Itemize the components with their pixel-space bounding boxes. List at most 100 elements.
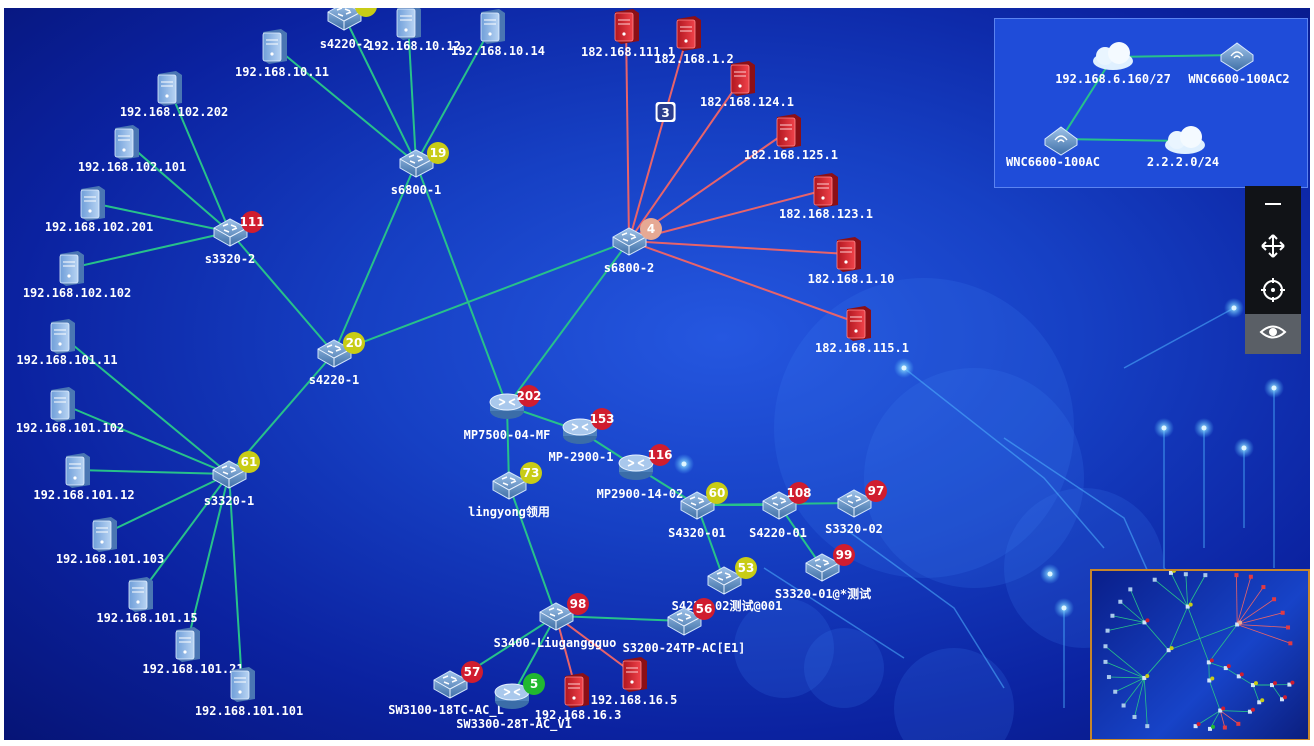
link-s3320-2-srv-102-202[interactable] bbox=[168, 87, 231, 233]
node-srv-101-11[interactable]: 192.168.101.11 bbox=[16, 319, 118, 367]
link-s6800-1-srv-10-11[interactable] bbox=[273, 45, 417, 164]
link-s3320-2-srv-102-201[interactable] bbox=[91, 202, 231, 233]
node-srv-124-1[interactable]: 182.168.124.1 bbox=[700, 61, 794, 109]
alarm-count-badge[interactable]: 99 bbox=[833, 544, 855, 566]
alarm-count-badge[interactable]: 60 bbox=[706, 482, 728, 504]
pan-button[interactable] bbox=[1245, 228, 1301, 268]
inset-node-wnc1[interactable]: WNC6600-100AC bbox=[1006, 126, 1100, 169]
node-srv-102-201[interactable]: 192.168.102.201 bbox=[45, 186, 153, 234]
alarm-count-badge[interactable]: 98 bbox=[567, 593, 589, 615]
node-s6800-2[interactable]: s6800-24 bbox=[604, 218, 662, 275]
link-s3320-1-srv-101-15[interactable] bbox=[139, 473, 230, 595]
node-srv-101-103[interactable]: 192.168.101.103 bbox=[56, 517, 164, 566]
link-s6800-2-srv-1-2[interactable] bbox=[628, 32, 689, 242]
node-srv-115-1[interactable]: 182.168.115.1 bbox=[815, 306, 909, 355]
alarm-count-badge[interactable]: 97 bbox=[865, 480, 887, 502]
collapse-button[interactable] bbox=[1245, 186, 1301, 226]
alarm-count-badge[interactable]: 57 bbox=[461, 661, 483, 683]
link-s6800-1-s4220-2[interactable] bbox=[343, 15, 417, 164]
link-s6800-2-srv-1-10[interactable] bbox=[628, 240, 849, 255]
node-srv-10-12[interactable]: 192.168.10.12 bbox=[367, 8, 461, 53]
link-s3400-s3200[interactable] bbox=[555, 615, 685, 622]
node-srv-101-12[interactable]: 192.168.101.12 bbox=[33, 453, 135, 502]
inset-node-cloud-2-2[interactable]: 2.2.2.0/24 bbox=[1147, 126, 1219, 169]
link-s3320-1-srv-101-103[interactable] bbox=[103, 473, 230, 535]
alarm-count-badge[interactable]: 73 bbox=[520, 462, 542, 484]
node-s4220-1[interactable]: s4220-120 bbox=[309, 332, 365, 387]
node-sw3100[interactable]: SW3100-18TC-AC_L57 bbox=[388, 661, 504, 718]
alarm-count-badge[interactable]: 61 bbox=[238, 451, 260, 473]
alarm-count-badge[interactable]: 56 bbox=[693, 598, 715, 620]
node-srv-101-15[interactable]: 192.168.101.15 bbox=[96, 577, 198, 625]
link-s6800-1-srv-10-12[interactable] bbox=[407, 21, 417, 164]
node-srv-102-202[interactable]: 192.168.102.202 bbox=[120, 71, 228, 119]
alarm-count-badge[interactable]: 202 bbox=[516, 385, 542, 407]
alarm-count-badge[interactable]: 5 bbox=[523, 673, 545, 695]
alarm-count-badge[interactable]: 4 bbox=[640, 218, 662, 240]
link-s6800-2-s4220-1[interactable] bbox=[333, 240, 630, 354]
link-s3320-1-srv-101-21[interactable] bbox=[186, 473, 230, 645]
link-s6800-2-srv-115-1[interactable] bbox=[628, 240, 859, 324]
alarm-count-badge[interactable]: 19 bbox=[427, 142, 449, 164]
alarm-count-badge[interactable]: 116 bbox=[647, 444, 673, 466]
link-s3320-2-srv-102-102[interactable] bbox=[70, 231, 231, 269]
alarm-count-badge[interactable]: 153 bbox=[589, 408, 615, 430]
node-s3320-1[interactable]: s3320-161 bbox=[204, 451, 260, 508]
node-srv-101-101[interactable]: 192.168.101.101 bbox=[195, 667, 303, 718]
view-button[interactable] bbox=[1245, 314, 1301, 354]
node-srv-101-102[interactable]: 192.168.101.102 bbox=[16, 387, 124, 435]
minimap-overview[interactable] bbox=[1090, 569, 1310, 740]
node-srv-16-5[interactable]: 192.168.16.5 bbox=[591, 657, 678, 707]
node-srv-1-10[interactable]: 182.168.1.10 bbox=[808, 237, 895, 286]
link-s6800-1-mp7500[interactable] bbox=[415, 162, 508, 407]
locate-button[interactable] bbox=[1245, 272, 1301, 312]
node-srv-1-2[interactable]: 182.168.1.2 bbox=[654, 16, 734, 66]
node-srv-111-1[interactable]: 182.168.111.1 bbox=[581, 9, 675, 59]
node-srv-10-14[interactable]: 192.168.10.14 bbox=[451, 9, 545, 58]
link-s6800-2-srv-124-1[interactable] bbox=[628, 77, 743, 242]
node-srv-101-21[interactable]: 192.168.101.21 bbox=[142, 627, 244, 676]
link-s3320-1-srv-101-12[interactable] bbox=[76, 469, 230, 475]
alarm-count-badge[interactable]: 53 bbox=[735, 557, 757, 579]
link-s6800-2-srv-123-1[interactable] bbox=[628, 189, 826, 242]
node-sw3300[interactable]: SW3300-28T-AC_V15 bbox=[456, 673, 572, 732]
node-srv-16-3[interactable]: 192.168.16.3 bbox=[535, 673, 622, 722]
node-srv-102-101[interactable]: 192.168.102.101 bbox=[78, 125, 186, 174]
link-s4220-1-s3320-2[interactable] bbox=[229, 231, 335, 354]
link-s6800-1-srv-10-14[interactable] bbox=[415, 25, 493, 164]
node-s4220-2[interactable]: s4220-2 bbox=[320, 8, 377, 51]
link-lingyong-s3400[interactable] bbox=[508, 484, 557, 617]
link-s6800-2-srv-111-1[interactable] bbox=[625, 25, 630, 242]
inset-node-wnc2[interactable]: WNC6600-100AC2 bbox=[1188, 42, 1290, 86]
link-s6800-2-mp7500[interactable] bbox=[506, 240, 630, 407]
link-s4320-01-s4220-02[interactable] bbox=[696, 504, 725, 581]
topology-graph[interactable]: 3 s6800-119s6800-24s4220-120s4220-2s3320… bbox=[4, 8, 1310, 740]
alarm-count-badge[interactable] bbox=[355, 8, 377, 17]
node-s6800-1[interactable]: s6800-119 bbox=[391, 142, 449, 197]
alarm-count-badge[interactable]: 20 bbox=[343, 332, 365, 354]
link-s3320-1-srv-101-101[interactable] bbox=[228, 473, 243, 685]
link-s3320-2-srv-102-101[interactable] bbox=[125, 141, 231, 233]
link-s3400-sw3300[interactable] bbox=[511, 615, 557, 697]
node-s3200[interactable]: S3200-24TP-AC[E1]56 bbox=[623, 598, 746, 655]
node-srv-123-1[interactable]: 182.168.123.1 bbox=[779, 173, 873, 221]
node-srv-10-11[interactable]: 192.168.10.11 bbox=[235, 29, 329, 79]
link-s6800-1-s4220-1[interactable] bbox=[333, 162, 417, 354]
inset-node-cloud-6-160[interactable]: 192.168.6.160/27 bbox=[1055, 42, 1171, 86]
alarm-count-badge[interactable]: 108 bbox=[786, 482, 812, 504]
node-srv-125-1[interactable]: 182.168.125.1 bbox=[744, 114, 838, 162]
link-s3320-1-srv-101-11[interactable] bbox=[61, 335, 230, 475]
